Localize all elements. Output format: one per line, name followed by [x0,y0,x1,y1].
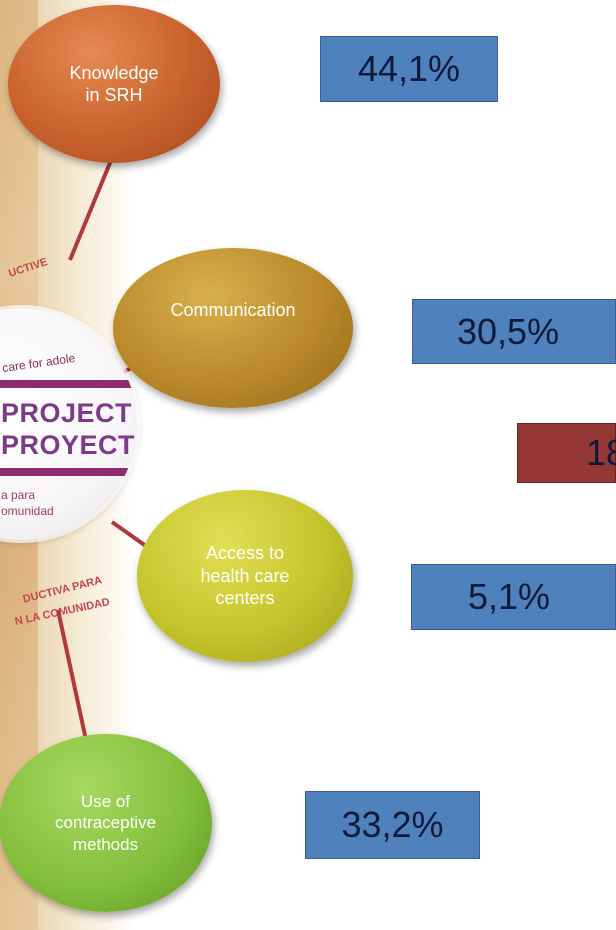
connector-knowledge [68,157,114,261]
node-label-line: Access to [205,543,285,564]
node-knowledge-in-srh: Knowledge in SRH [8,5,220,163]
node-label-line: in SRH [85,85,143,105]
node-label-line: Knowledge [69,62,159,83]
logo-band-bottom [0,468,137,476]
logo-care-text: care for adole [1,350,77,376]
logo-comunidad-text: omunidad [1,504,54,518]
connector-contraceptive [56,609,88,741]
node-label-line: methods [72,834,139,854]
node-access-to-health-care: Access to health care centers [137,490,353,662]
percent-box-communication: 30,5% [412,299,616,364]
node-use-of-contraceptive-methods: Use of contraceptive methods [0,734,212,912]
node-label-line: contraceptive [54,813,157,833]
logo-proyecto-text: PROYECTO [1,430,137,460]
percent-box-red: 18 [517,423,616,483]
node-label-line: Communication [170,299,296,320]
logo-para-text: a para [1,488,36,502]
percent-box-access: 5,1% [411,564,616,630]
node-label-line: Use of [80,792,131,812]
node-label-line: health care [200,565,290,586]
percent-box-knowledge: 44,1% [320,36,498,102]
node-label-line: centers [215,588,275,609]
logo-project-text: PROJECT [1,398,133,428]
logo-band-top [0,380,137,388]
node-communication: Communication [113,248,353,408]
percent-box-contraceptive: 33,2% [305,791,480,859]
